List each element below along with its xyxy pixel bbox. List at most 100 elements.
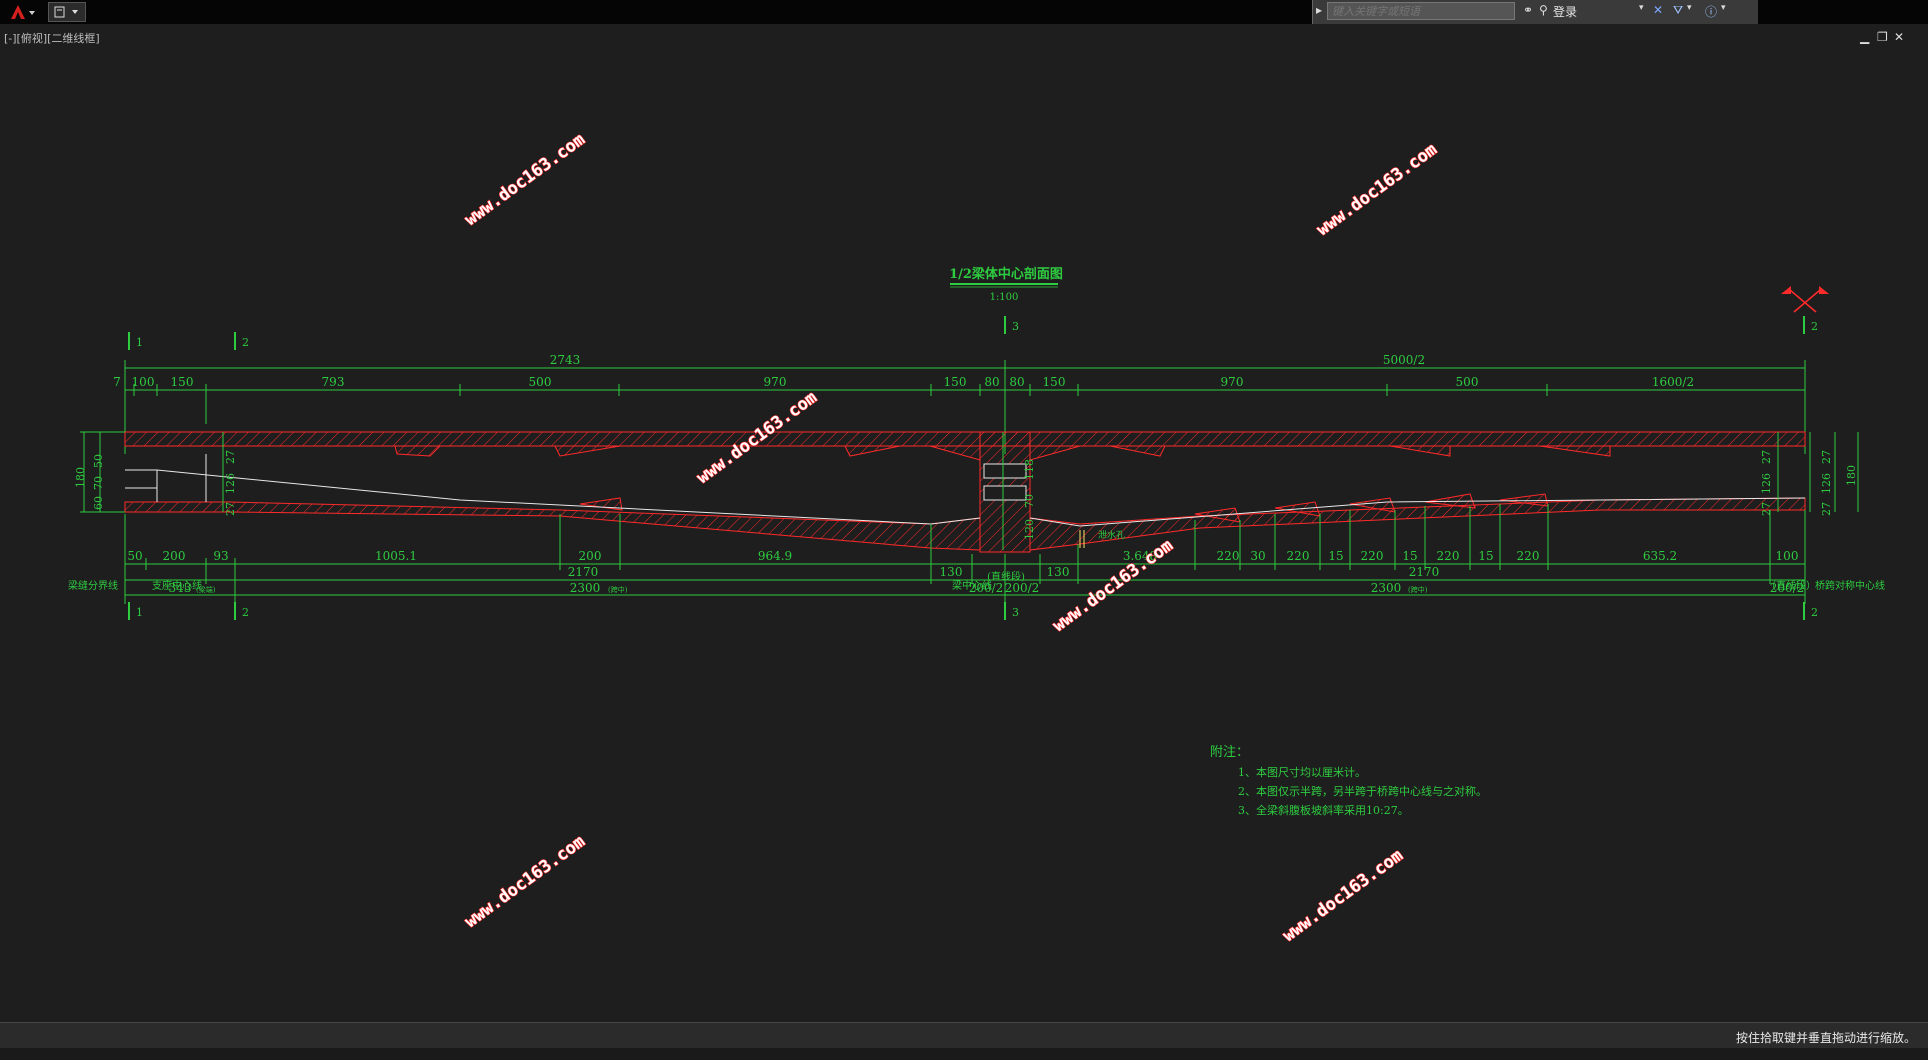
- dimension-text: 7: [113, 375, 121, 389]
- dimension-text: 343: [169, 581, 192, 595]
- viewport-controls-label[interactable]: [-][俯视][二维线框]: [4, 32, 100, 45]
- chevron-down-icon[interactable]: ▾: [1639, 3, 1644, 13]
- dimension-text: 220: [1517, 549, 1540, 563]
- dimension-text: 3.648: [1123, 549, 1157, 563]
- dimension-text: 200: [579, 549, 602, 563]
- bottom-dimension-lines: [124, 504, 1806, 604]
- dimension-text: 2170: [568, 565, 599, 579]
- workspace-icon: [54, 6, 78, 18]
- small-label: (跨中): [608, 585, 628, 594]
- dimension-text: 1005.1: [375, 549, 417, 563]
- status-bar: 按住拾取键并垂直拖动进行缩放。: [0, 1022, 1928, 1049]
- dimension-text: 964.9: [758, 549, 792, 563]
- dimension-text: 500: [1456, 375, 1479, 389]
- drawing-canvas[interactable]: 1/2梁体中心剖面图 1:100 1 2 3 2 1 2 3 2: [0, 24, 1928, 1024]
- left-vertical-dimensions: [80, 431, 1859, 550]
- vertical-dimension: 180: [1845, 465, 1858, 486]
- dimension-text: 150: [171, 375, 194, 389]
- vertical-dimension: 27: [224, 502, 237, 516]
- dimension-text: 200/2: [1770, 581, 1805, 595]
- vertical-dimension: 118: [1023, 459, 1036, 480]
- dimension-text: 2170: [1409, 565, 1440, 579]
- section-label: 2: [1811, 606, 1818, 619]
- autodesk-360-icon[interactable]: ⛛: [1673, 3, 1684, 17]
- dimension-text: 80: [1009, 375, 1024, 389]
- dimension-text: 220: [1217, 549, 1240, 563]
- bottom-strip: [0, 1048, 1928, 1060]
- dimension-text: 2300: [1371, 581, 1402, 595]
- dimension-text: 220: [1287, 549, 1310, 563]
- section-label: 2: [242, 606, 249, 619]
- binoculars-icon[interactable]: ⚭: [1523, 3, 1534, 17]
- login-button[interactable]: 登录: [1553, 5, 1578, 19]
- chevron-down-icon[interactable]: ▾: [1721, 3, 1726, 13]
- user-icon[interactable]: ⚲: [1539, 3, 1548, 17]
- dimension-text: 220: [1437, 549, 1460, 563]
- vertical-dimension: 60: [92, 496, 105, 510]
- dimension-text: 793: [322, 375, 345, 389]
- title-bar: ▸ ⚭ ⚲ 登录 ▾ ✕ ⛛ ▾ ⓘ ▾: [0, 0, 1928, 24]
- close-icon[interactable]: ✕: [1894, 30, 1905, 44]
- reference-line-label: 梁缝分界线: [68, 579, 118, 592]
- status-message: 按住拾取键并垂直拖动进行缩放。: [1735, 1031, 1916, 1045]
- vertical-dimension: 126: [224, 473, 237, 494]
- vertical-dimension: 70: [1023, 494, 1036, 508]
- section-label: 1: [136, 606, 143, 619]
- dimension-text: 15: [1402, 549, 1417, 563]
- reference-line-label: 支座中心线: [152, 579, 202, 592]
- drawing-scale: 1:100: [990, 292, 1019, 303]
- dimension-text: 200: [163, 549, 186, 563]
- small-label: (跨中): [1408, 585, 1428, 594]
- section-label: 2: [242, 336, 249, 349]
- section-marks: [128, 316, 1805, 620]
- chevron-down-icon[interactable]: ▾: [1687, 3, 1692, 13]
- note-item: 3、全梁斜腹板坡斜率采用10:27。: [1238, 803, 1409, 817]
- vertical-dimension: 70: [92, 476, 105, 490]
- dimension-text: 5000/2: [1383, 353, 1425, 367]
- application-menu-button[interactable]: [0, 0, 48, 24]
- watermark: www.doc163.com: [461, 832, 589, 932]
- symmetry-flag-icon: [1781, 286, 1829, 313]
- watermark: www.doc163.com: [1313, 140, 1441, 240]
- search-input[interactable]: [1327, 2, 1515, 20]
- expand-arrow-icon[interactable]: ▸: [1316, 3, 1323, 17]
- dimension-text: 970: [1221, 375, 1244, 389]
- vertical-dimension: 27: [1820, 502, 1833, 516]
- search-area: ▸ ⚭ ⚲ 登录 ▾ ✕ ⛛ ▾ ⓘ ▾: [1312, 0, 1758, 24]
- dimension-text: 635.2: [1643, 549, 1677, 563]
- dimension-text: 200/2: [969, 581, 1004, 595]
- dimension-text: 80: [984, 375, 999, 389]
- dimension-text: 220: [1361, 549, 1384, 563]
- note-item: 1、本图尺寸均以厘米计。: [1238, 765, 1366, 779]
- dimension-text: 2743: [550, 353, 581, 367]
- help-icon[interactable]: ⓘ: [1705, 5, 1718, 19]
- dimension-text: 2300: [570, 581, 601, 595]
- dimension-text: 150: [944, 375, 967, 389]
- minimize-icon[interactable]: ▁: [1860, 30, 1870, 44]
- dimension-text: 15: [1328, 549, 1343, 563]
- watermark: www.doc163.com: [1049, 536, 1177, 636]
- vertical-dimension: 126: [1760, 473, 1773, 494]
- dimension-text: 1600/2: [1652, 375, 1694, 389]
- section-label: 2: [1811, 320, 1818, 333]
- drawing-title: 1/2梁体中心剖面图: [949, 266, 1063, 282]
- dimension-text: 150: [1043, 375, 1066, 389]
- dimension-text: 130: [1047, 565, 1070, 579]
- small-label: (梁端): [196, 585, 216, 594]
- dimension-text: 200/2: [1005, 581, 1040, 595]
- vertical-dimension: 27: [1760, 450, 1773, 464]
- exchange-icon[interactable]: ✕: [1653, 3, 1664, 17]
- reference-line-label: 梁中心线: [952, 579, 992, 592]
- dimension-text: 970: [764, 375, 787, 389]
- reference-line-label: 桥跨对称中心线: [1815, 579, 1885, 592]
- vertical-dimension: 120: [1023, 519, 1036, 540]
- watermark: www.doc163.com: [1279, 846, 1407, 946]
- reference-line-label: （直线段）: [1766, 579, 1816, 592]
- dimension-text: 50: [127, 549, 142, 563]
- vertical-dimension: 50: [92, 454, 105, 468]
- quick-access-button[interactable]: [48, 2, 86, 22]
- dimension-text: 100: [132, 375, 155, 389]
- restore-icon[interactable]: ❐: [1877, 30, 1888, 44]
- note-item: 2、本图仅示半跨，另半跨于桥跨中心线与之对称。: [1238, 784, 1487, 798]
- vertical-dimension: 27: [1820, 450, 1833, 464]
